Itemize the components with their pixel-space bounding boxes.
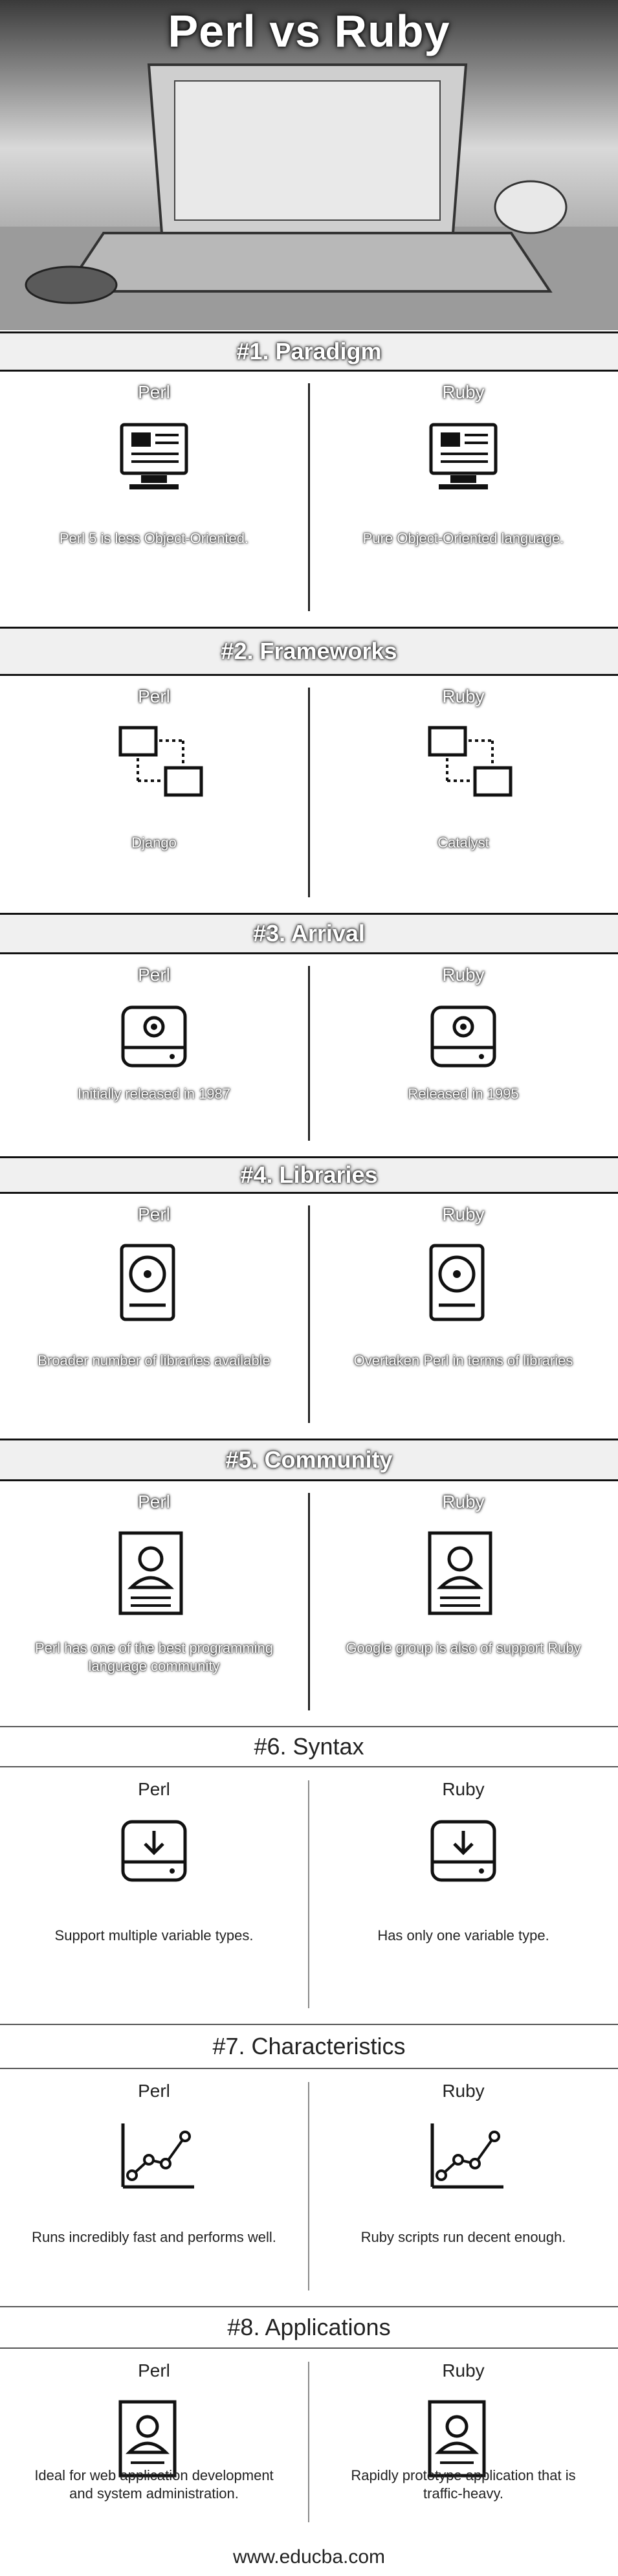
ruby-description: Rapidly prototype application that is tr… [351, 2467, 576, 2502]
disk-gear-icon [115, 1001, 193, 1075]
monitor-icon [425, 418, 502, 499]
perl-description: Perl has one of the best programming lan… [34, 1640, 274, 1674]
hard-drive-icon [425, 1240, 489, 1328]
ruby-column-title: Ruby [442, 965, 485, 985]
profile-card-icon [115, 1528, 186, 1622]
ruby-description: Ruby scripts run decent enough. [360, 2229, 566, 2245]
download-drive-icon [115, 1815, 193, 1890]
section-heading: #6. Syntax [254, 1733, 364, 1760]
perl-description: Support multiple variable types. [54, 1927, 254, 1943]
id-badge-icon [115, 2397, 180, 2484]
section-heading-band: #6. Syntax [0, 1726, 618, 1767]
perl-column-title: Perl [138, 1779, 170, 1799]
perl-description: Django [131, 834, 177, 851]
ruby-column-title: Ruby [442, 1779, 485, 1799]
ruby-column-title: Ruby [442, 686, 485, 706]
ruby-column-title: Ruby [442, 1204, 485, 1224]
section-heading-band: #7. Characteristics [0, 2024, 618, 2069]
line-chart-icon [115, 2117, 199, 2198]
ruby-description: Google group is also of support Ruby [346, 1640, 581, 1656]
profile-card-icon [425, 1528, 496, 1622]
perl-description: Broader number of libraries available [38, 1352, 270, 1369]
section-heading-band: #2. Frameworks [0, 627, 618, 676]
hard-drive-icon [115, 1240, 180, 1328]
network-icon [115, 722, 206, 810]
ruby-description: Released in 1995 [408, 1086, 519, 1102]
section-heading-band: #8. Applications [0, 2306, 618, 2349]
section-heading-band: #4. Libraries [0, 1156, 618, 1194]
column-divider [308, 2362, 309, 2522]
perl-description: Perl 5 is less Object-Oriented. [59, 530, 249, 546]
perl-description: Initially released in 1987 [77, 1086, 231, 1102]
section-heading-band: #1. Paradigm [0, 331, 618, 372]
ruby-column-title: Ruby [442, 382, 485, 402]
ruby-column-title: Ruby [442, 1492, 485, 1512]
perl-column-title: Perl [138, 2081, 170, 2101]
footer-url: www.educba.com [232, 2546, 386, 2568]
column-divider [308, 1780, 309, 2008]
download-drive-icon [425, 1815, 502, 1890]
line-chart-icon [425, 2117, 509, 2198]
perl-column-title: Perl [138, 965, 170, 985]
id-badge-icon [425, 2397, 489, 2484]
section-heading: #7. Characteristics [212, 2033, 406, 2059]
perl-column-title: Perl [138, 686, 170, 706]
column-divider [308, 1493, 310, 1710]
ruby-column-title: Ruby [442, 2360, 485, 2380]
ruby-description: Has only one variable type. [377, 1927, 549, 1943]
perl-column-title: Perl [138, 2360, 170, 2380]
hero-header: Perl vs Ruby [0, 0, 618, 330]
ruby-description: Pure Object-Oriented language. [362, 530, 564, 546]
laptop-desk-illustration [0, 63, 618, 330]
column-divider [308, 1205, 310, 1423]
column-divider [308, 383, 310, 611]
perl-description: Runs incredibly fast and performs well. [32, 2229, 276, 2245]
section-heading: #3. Arrival [253, 920, 365, 946]
page-title: Perl vs Ruby [168, 6, 450, 56]
disk-gear-icon [425, 1001, 502, 1075]
section-heading: #5. Community [225, 1446, 393, 1473]
ruby-column-title: Ruby [442, 2081, 485, 2101]
section-heading: #2. Frameworks [221, 638, 397, 664]
section-heading: #4. Libraries [240, 1161, 378, 1188]
perl-column-title: Perl [138, 382, 170, 402]
column-divider [308, 688, 310, 897]
section-heading: #8. Applications [227, 2314, 391, 2340]
perl-column-title: Perl [138, 1492, 170, 1512]
ruby-description: Catalyst [437, 834, 489, 851]
section-heading-band: #3. Arrival [0, 913, 618, 954]
monitor-icon [115, 418, 193, 499]
column-divider [308, 2082, 309, 2290]
section-heading-band: #5. Community [0, 1439, 618, 1481]
section-heading: #1. Paradigm [236, 338, 382, 364]
ruby-description: Overtaken Perl in terms of libraries [353, 1352, 573, 1369]
network-icon [425, 722, 515, 810]
perl-column-title: Perl [138, 1204, 170, 1224]
perl-description: Ideal for web application development an… [34, 2467, 274, 2502]
column-divider [308, 966, 310, 1141]
